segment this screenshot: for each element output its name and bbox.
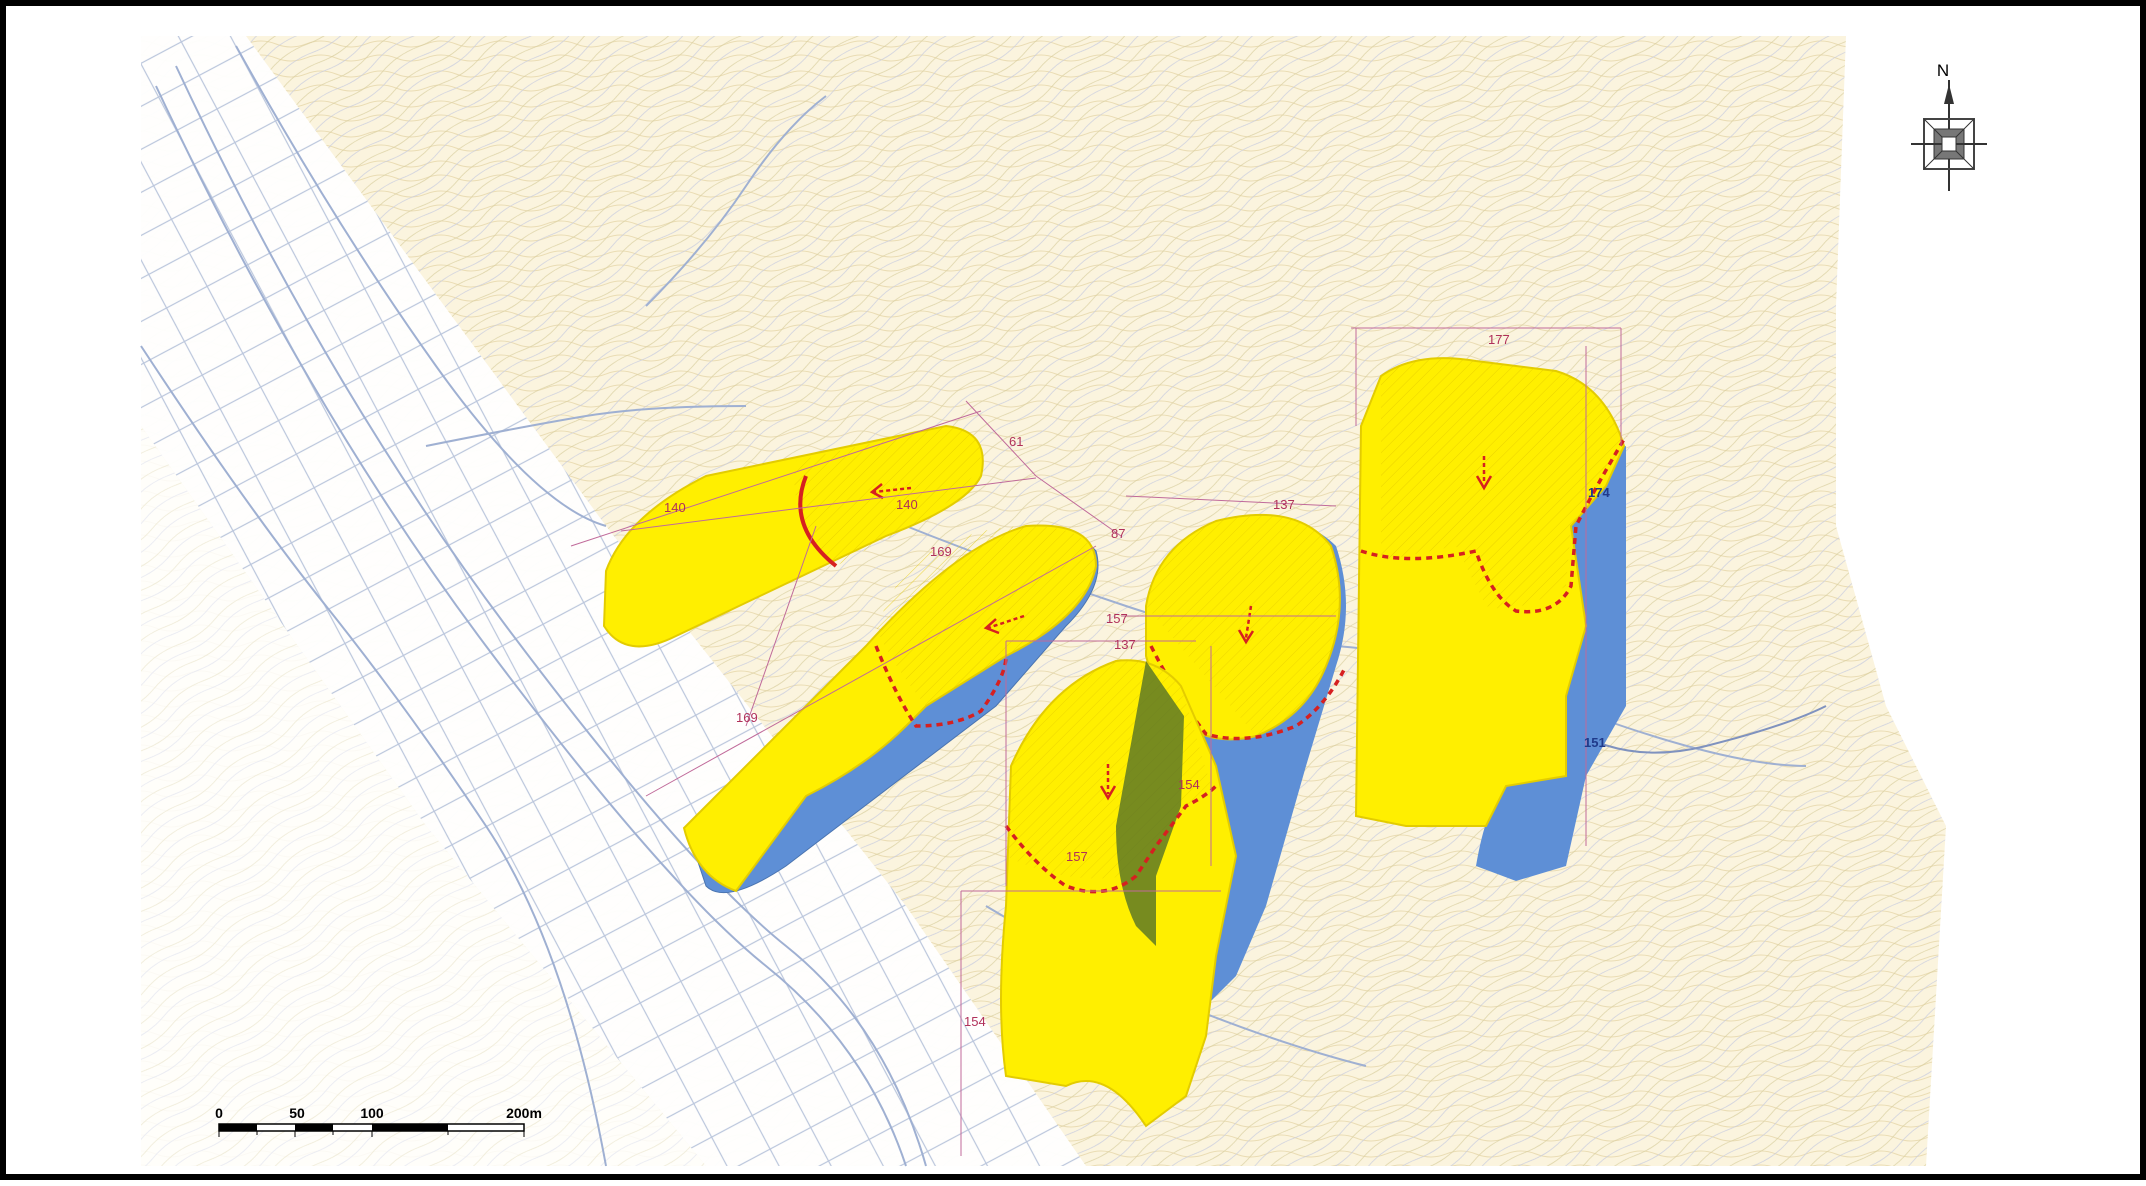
scale-bar: 0 50 100 200m bbox=[215, 1105, 542, 1137]
dim-label-87: 87 bbox=[1111, 526, 1125, 541]
dim-label-61: 61 bbox=[1009, 434, 1023, 449]
dim-label-154a: 154 bbox=[1178, 777, 1200, 792]
compass-rose-icon bbox=[1911, 80, 1987, 191]
dim-label-177: 177 bbox=[1488, 332, 1510, 347]
dim-label-157a: 157 bbox=[1106, 611, 1128, 626]
dim-label-174: 174 bbox=[1588, 485, 1610, 500]
dimension-labels: 140 140 61 87 169 169 157 137 137 154 15… bbox=[664, 332, 1610, 1029]
north-arrow: N bbox=[1911, 61, 1987, 191]
landslide-body-4 bbox=[1000, 659, 1238, 1128]
dimension-lines bbox=[570, 327, 1622, 1156]
movement-arrow-icon bbox=[869, 483, 912, 500]
scale-label-100: 100 bbox=[360, 1105, 384, 1121]
dim-label-140a: 140 bbox=[664, 500, 686, 515]
movement-arrow-icon bbox=[1237, 605, 1255, 645]
movement-arrow-icon bbox=[1099, 764, 1117, 801]
movement-arrow-icon bbox=[983, 614, 1025, 635]
dim-label-140b: 140 bbox=[896, 497, 918, 512]
dim-label-169b: 169 bbox=[736, 710, 758, 725]
landslide-body-1 bbox=[602, 424, 984, 648]
north-label: N bbox=[1937, 61, 1949, 80]
dim-label-137b: 137 bbox=[1114, 637, 1136, 652]
scale-label-0: 0 bbox=[215, 1105, 223, 1121]
dim-label-137a: 137 bbox=[1273, 497, 1295, 512]
landslide-body-5 bbox=[1354, 357, 1628, 881]
movement-arrow-icon bbox=[1475, 456, 1493, 491]
map-canvas: 140 140 61 87 169 169 157 137 137 154 15… bbox=[140, 36, 2021, 1167]
scale-label-200m: 200m bbox=[506, 1105, 542, 1121]
dim-label-154b: 154 bbox=[964, 1014, 986, 1029]
dim-label-157b: 157 bbox=[1066, 849, 1088, 864]
dim-label-151: 151 bbox=[1584, 735, 1606, 750]
scale-label-50: 50 bbox=[289, 1105, 305, 1121]
movement-arrows bbox=[869, 456, 1493, 801]
dim-label-169a: 169 bbox=[930, 544, 952, 559]
